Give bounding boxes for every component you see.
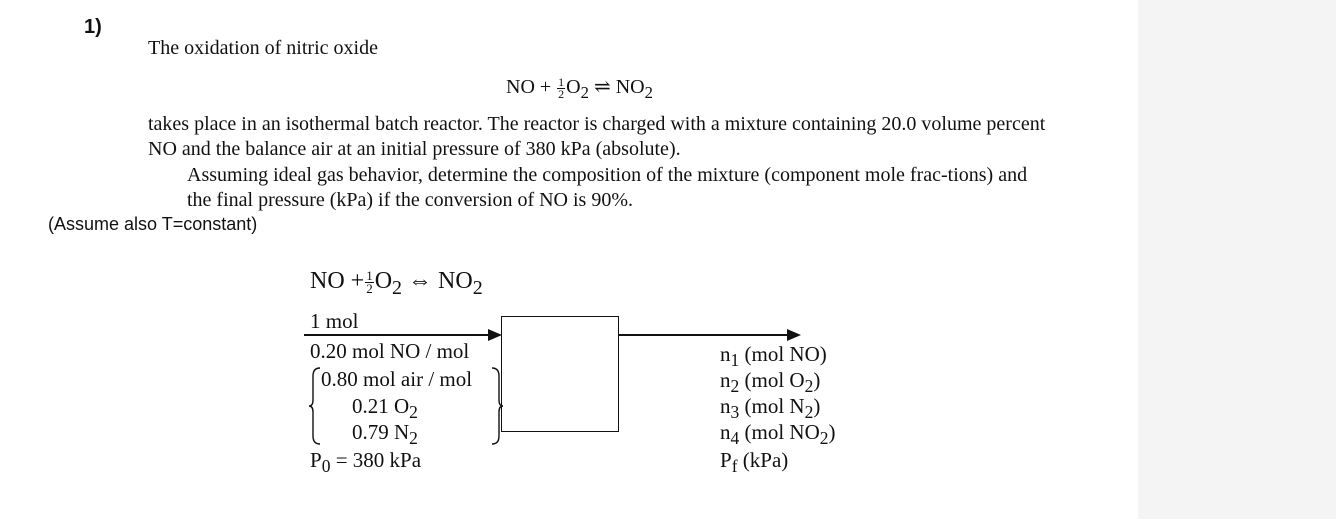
question-number: 1) — [84, 16, 102, 38]
inlet-o2-fraction: 0.21 O2 — [352, 394, 418, 423]
right-brace-icon — [491, 367, 504, 445]
inlet-arrowhead-icon — [488, 329, 502, 341]
outlet-n2: n2 (mol O2) — [720, 368, 821, 397]
left-brace-icon — [308, 367, 321, 445]
eq-reactant1: NO + — [506, 76, 552, 98]
side-panel — [1138, 0, 1336, 519]
inlet-n2-fraction: 0.79 N2 — [352, 420, 418, 449]
equilibrium-arrow: ⇌ — [593, 76, 611, 98]
problem-paragraph-2: Assuming ideal gas behavior, determine t… — [187, 164, 1028, 211]
intro-text: The oxidation of nitric oxide — [148, 37, 378, 59]
inlet-basis: 1 mol — [310, 309, 359, 333]
inlet-no-fraction: 0.20 mol NO / mol — [310, 339, 470, 363]
eq-product: NO — [615, 76, 645, 98]
inlet-initial-pressure: P0 = 380 kPa — [310, 448, 422, 477]
outlet-final-pressure: Pf (kPa) — [720, 448, 789, 477]
inlet-stream-line — [304, 334, 500, 336]
eq-reactant2: O — [566, 76, 581, 98]
assumption-note: (Assume also T=constant) — [48, 214, 258, 234]
outlet-n3: n3 (mol N2) — [720, 394, 821, 423]
reactor-box — [501, 316, 619, 432]
outlet-arrowhead-icon — [787, 329, 801, 341]
outlet-stream-line — [618, 334, 788, 336]
problem-paragraph-1: takes place in an isothermal batch react… — [148, 113, 1046, 160]
outlet-n1: n1 (mol NO) — [720, 342, 827, 371]
inlet-air-fraction: 0.80 mol air / mol — [321, 367, 473, 391]
outlet-n4: n4 (mol NO2) — [720, 420, 836, 449]
